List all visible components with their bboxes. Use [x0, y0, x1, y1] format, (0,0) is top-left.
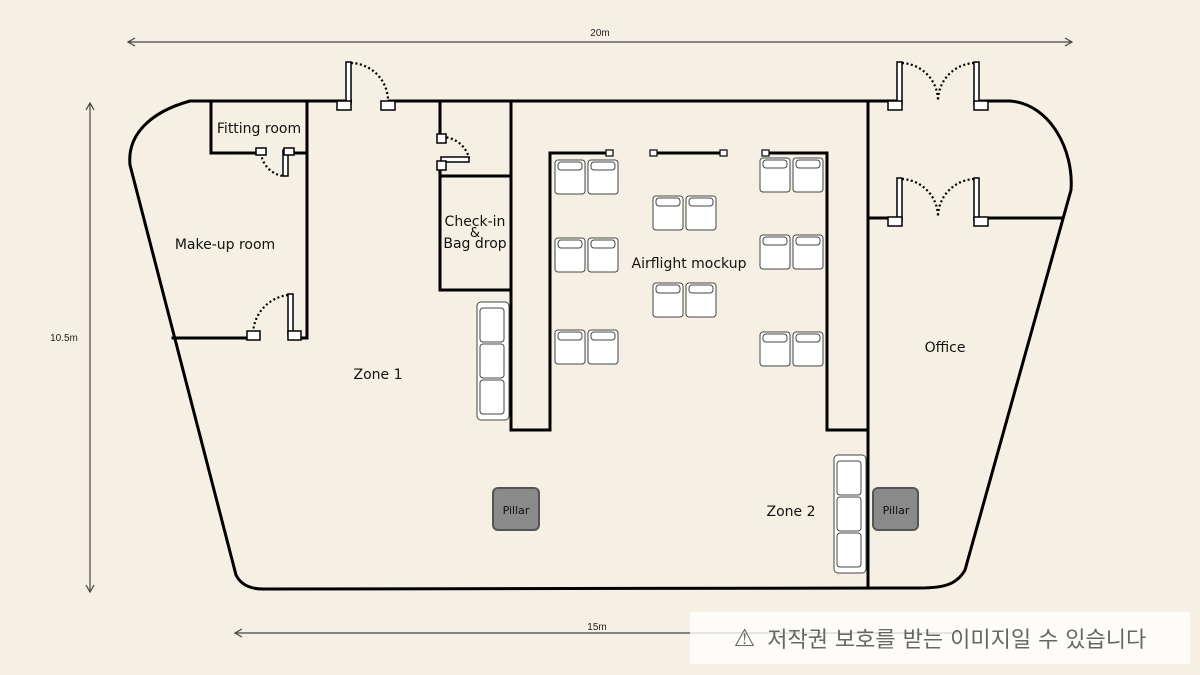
seat: [554, 329, 586, 365]
watermark-text: 저작권 보호를 받는 이미지일 수 있습니다: [767, 628, 1147, 653]
seat: [685, 282, 717, 318]
copyright-watermark: ⚠ 저작권 보호를 받는 이미지일 수 있습니다: [690, 612, 1190, 664]
pillar-1-label: Pillar: [503, 504, 530, 517]
sofa: [476, 301, 510, 421]
airplane-seats: [554, 157, 824, 367]
seat: [759, 234, 791, 270]
seat: [587, 159, 619, 195]
checkin-label-line1: Check-in: [445, 214, 506, 230]
warning-triangle-icon: ⚠: [733, 624, 756, 652]
fitting-room-label: Fitting room: [217, 121, 301, 137]
seat: [652, 282, 684, 318]
seat: [759, 331, 791, 367]
pillar-zone2: [872, 487, 919, 531]
makeup-room-door[interactable]: [246, 293, 302, 341]
fitting-room-door[interactable]: [255, 147, 295, 178]
seat: [587, 237, 619, 273]
height-label: 10.5m: [50, 333, 78, 344]
seat: [759, 157, 791, 193]
office-label: Office: [925, 340, 966, 356]
zone1-label: Zone 1: [354, 367, 403, 383]
seat: [792, 234, 824, 270]
checkin-door[interactable]: [436, 133, 471, 171]
airflight-mockup-label: Airflight mockup: [632, 256, 747, 272]
office-double-door-inner[interactable]: [887, 177, 989, 227]
entrance-door[interactable]: [336, 61, 396, 111]
seat: [587, 329, 619, 365]
seat: [792, 157, 824, 193]
seat: [554, 237, 586, 273]
seat: [652, 195, 684, 231]
sofa: [833, 454, 867, 574]
zone2-label: Zone 2: [767, 504, 816, 520]
checkin-walls: [438, 100, 513, 292]
office-double-door-top[interactable]: [887, 61, 989, 111]
makeup-room-label: Make-up room: [175, 237, 275, 253]
pillar-zone1: [492, 487, 540, 531]
bottom-width-label: 15m: [587, 622, 606, 633]
pillar-2-label: Pillar: [883, 504, 910, 517]
sofas: [476, 301, 867, 574]
seat: [554, 159, 586, 195]
outer-wall: [128, 99, 1073, 591]
seat: [685, 195, 717, 231]
checkin-label-line2: &: [470, 226, 480, 241]
seat: [792, 331, 824, 367]
checkin-label-line3: Bag drop: [443, 236, 506, 252]
top-width-label: 20m: [590, 28, 609, 39]
